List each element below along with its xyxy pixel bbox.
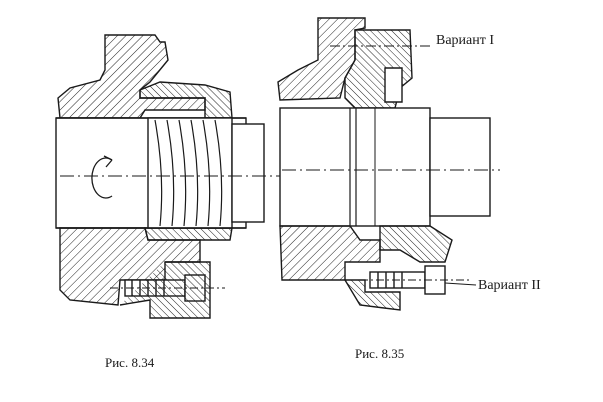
figure-8-35-drawing <box>277 17 500 311</box>
thread-lines <box>154 119 223 227</box>
shaft-step-35 <box>429 117 491 217</box>
variant-2-label: Вариант II <box>478 278 541 293</box>
upper-housing-35 <box>277 17 366 101</box>
leader-variant-2 <box>444 282 477 286</box>
variant-1-label: Вариант I <box>436 33 495 48</box>
shaft-step <box>231 123 265 223</box>
upper-housing <box>57 34 206 119</box>
lower-flange-35 <box>343 279 401 311</box>
variant-2-seal <box>379 225 453 263</box>
figure-8-34-drawing <box>55 34 300 319</box>
lower-flange <box>119 261 211 319</box>
figure-8-34-caption: Рис. 8.34 <box>105 355 155 370</box>
lower-seal <box>144 227 233 241</box>
lower-housing-35 <box>279 225 381 281</box>
figure-8-35-caption: Рис. 8.35 <box>355 346 405 361</box>
shaft-35 <box>279 107 431 227</box>
rotation-arrow-icon <box>91 157 113 199</box>
variant-1-ring <box>384 67 403 103</box>
bolt-fig35 <box>360 265 470 295</box>
